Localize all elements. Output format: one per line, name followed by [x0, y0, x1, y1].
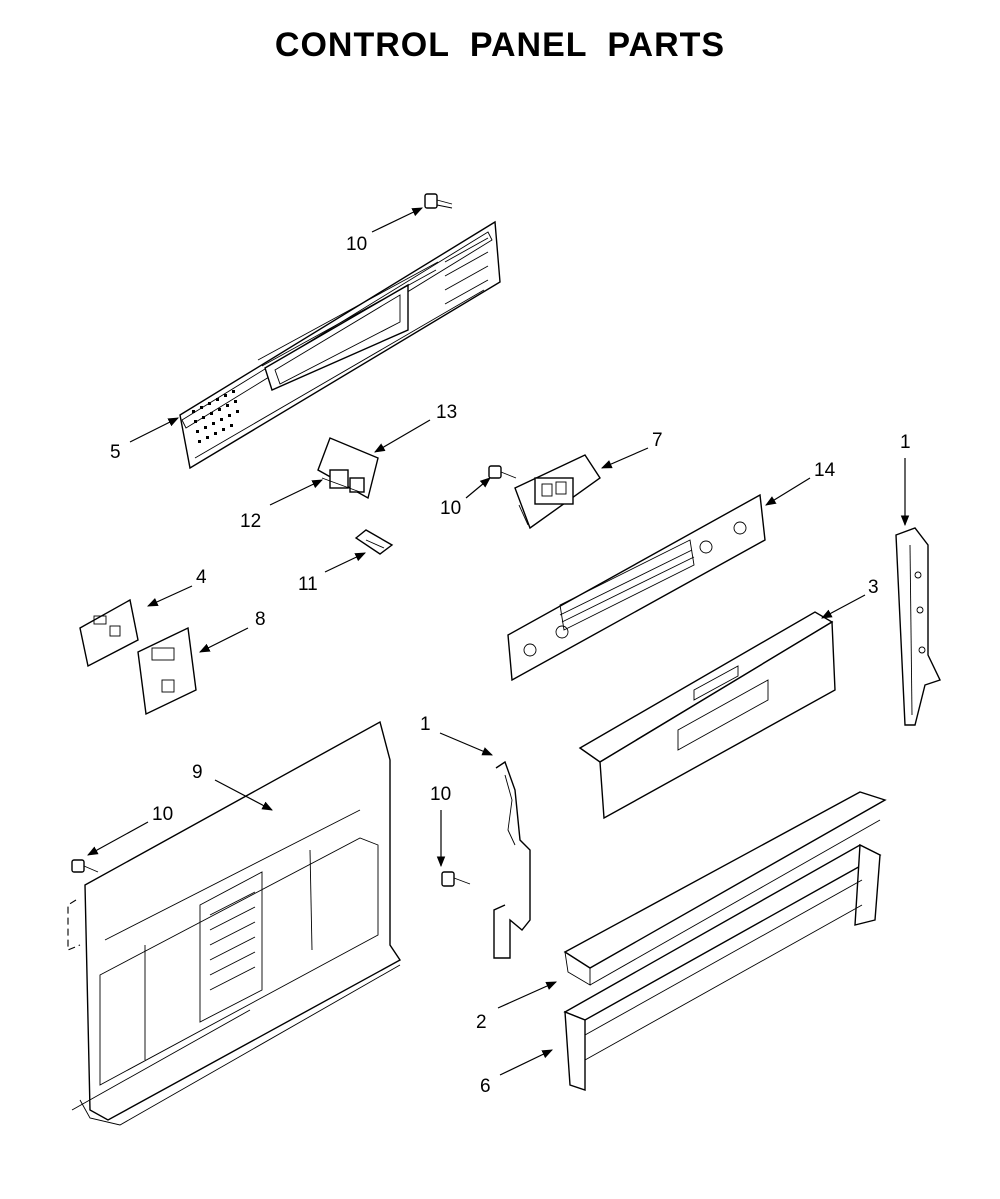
- part-4-control-board: [79, 598, 139, 668]
- leader-1-left: [439, 732, 493, 756]
- callout-14: 14: [814, 460, 836, 481]
- leader-10-left: [87, 821, 149, 856]
- part-3-control-panel-cover: [578, 611, 836, 820]
- callout-7: 7: [652, 430, 663, 451]
- callout-13: 13: [436, 402, 457, 423]
- part-7-module-bracket: [514, 454, 601, 530]
- leader-11: [324, 552, 366, 573]
- leader-12: [269, 479, 323, 506]
- part-11-clip: [354, 529, 394, 555]
- part-10-screw-middle: [488, 465, 517, 479]
- leader-9: [214, 779, 273, 811]
- callout-6: 6: [480, 1076, 491, 1097]
- callout-10-center: 10: [430, 784, 451, 805]
- part-1-side-bracket-left: [493, 760, 531, 959]
- callout-9: 9: [192, 762, 203, 783]
- leader-8: [199, 627, 249, 653]
- part-1-side-bracket-right: [895, 527, 941, 726]
- callout-12: 12: [240, 511, 261, 532]
- callout-2: 2: [476, 1012, 487, 1033]
- leader-10-top: [371, 207, 423, 233]
- part-5-rear-panel-bracket: [179, 220, 501, 470]
- part-10-screw-left: [71, 859, 99, 873]
- callout-10-top: 10: [346, 234, 367, 255]
- part-9-rear-housing: [67, 720, 402, 1126]
- leader-14: [765, 477, 811, 506]
- leader-2: [497, 981, 557, 1009]
- leader-3: [821, 594, 866, 619]
- part-8-control-board: [137, 626, 197, 716]
- callout-11: 11: [298, 574, 318, 595]
- callout-8: 8: [255, 609, 266, 630]
- leader-10-middle: [465, 477, 491, 499]
- callout-3: 3: [868, 577, 879, 598]
- leader-13: [374, 419, 431, 453]
- part-13-switch-bracket: [317, 437, 379, 500]
- part-14-control-panel-frame: [507, 493, 766, 682]
- callout-1-right: 1: [900, 432, 911, 453]
- callout-10-middle: 10: [440, 498, 461, 519]
- leader-5: [129, 417, 179, 443]
- callout-10-left: 10: [152, 804, 173, 825]
- page-title: CONTROL PANEL PARTS: [274, 26, 726, 64]
- leader-6: [499, 1049, 553, 1076]
- part-6-lower-frame: [563, 843, 882, 1091]
- callout-4: 4: [196, 567, 207, 588]
- callout-1-left: 1: [420, 714, 431, 735]
- part-10-screw-center: [441, 871, 471, 887]
- part-10-screw-top: [424, 193, 453, 209]
- leader-7: [601, 447, 649, 469]
- callout-5: 5: [110, 442, 121, 463]
- leader-4: [147, 585, 193, 607]
- part-2-trim-strip: [563, 791, 887, 986]
